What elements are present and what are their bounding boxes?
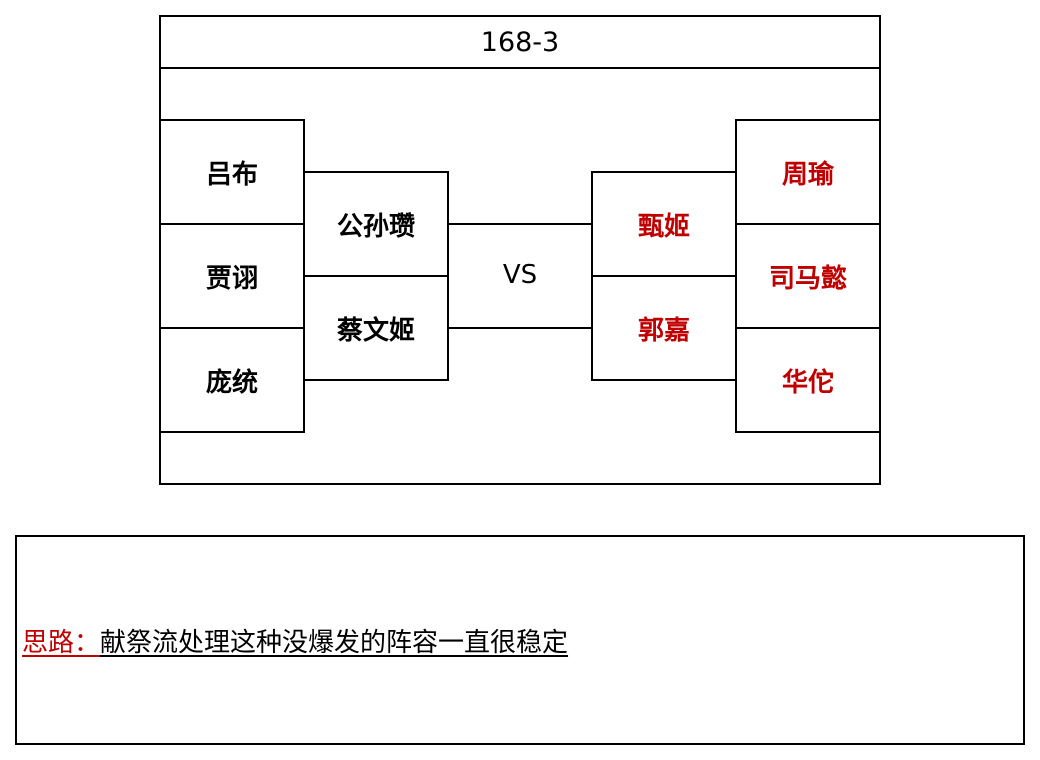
connector-line-top — [447, 223, 593, 225]
vs-label: VS — [502, 260, 538, 290]
left-back-slot-1: 吕布 — [159, 119, 305, 225]
right-back-slot-3: 华佗 — [735, 327, 881, 433]
right-front-slot-1: 甄姬 — [591, 171, 737, 277]
connector-line-bottom — [447, 327, 593, 329]
strategy-note: 思路：献祭流处理这种没爆发的阵容一直很稳定 — [15, 535, 1025, 745]
left-front-slot-1: 公孙瓒 — [303, 171, 449, 277]
right-back-slot-1: 周瑜 — [735, 119, 881, 225]
right-back-slot-2: 司马懿 — [735, 223, 881, 329]
right-front-slot-2: 郭嘉 — [591, 275, 737, 381]
left-front-slot-2: 蔡文姬 — [303, 275, 449, 381]
lineup-title: 168-3 — [159, 15, 881, 69]
note-text: 献祭流处理这种没爆发的阵容一直很稳定 — [100, 627, 569, 658]
left-back-slot-2: 贾诩 — [159, 223, 305, 329]
left-back-slot-3: 庞统 — [159, 327, 305, 433]
note-label: 思路： — [22, 627, 101, 658]
